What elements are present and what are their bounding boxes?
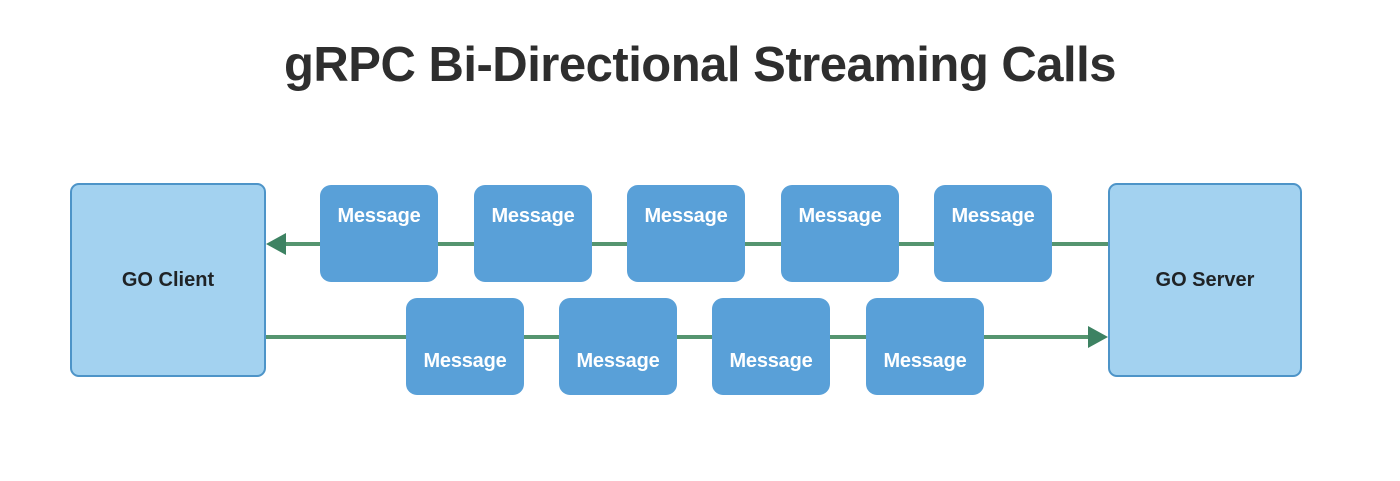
message-box-label: Message	[798, 205, 882, 227]
message-box-label: Message	[951, 205, 1035, 227]
page-title: gRPC Bi-Directional Streaming Calls	[283, 38, 1117, 92]
message-box-label: Message	[337, 205, 421, 227]
node-go-client[interactable]: GO Client	[70, 183, 266, 377]
message-box[interactable]: Message	[627, 185, 745, 282]
connector-line-client-to-server	[266, 335, 1090, 339]
message-box[interactable]: Message	[559, 298, 677, 395]
message-box-label: Message	[883, 350, 967, 372]
message-box[interactable]: Message	[712, 298, 830, 395]
message-box[interactable]: Message	[866, 298, 984, 395]
node-go-server[interactable]: GO Server	[1108, 183, 1302, 377]
message-box[interactable]: Message	[781, 185, 899, 282]
node-go-client-label: GO Client	[121, 268, 215, 291]
message-box[interactable]: Message	[320, 185, 438, 282]
message-box[interactable]: Message	[934, 185, 1052, 282]
node-go-server-label: GO Server	[1155, 268, 1255, 291]
message-box[interactable]: Message	[406, 298, 524, 395]
message-box-label: Message	[729, 350, 813, 372]
message-box-label: Message	[644, 205, 728, 227]
message-box-label: Message	[423, 350, 507, 372]
message-box[interactable]: Message	[474, 185, 592, 282]
message-box-label: Message	[491, 205, 575, 227]
arrow-right-icon	[1088, 326, 1108, 348]
arrow-left-icon	[266, 233, 286, 255]
message-box-label: Message	[576, 350, 660, 372]
